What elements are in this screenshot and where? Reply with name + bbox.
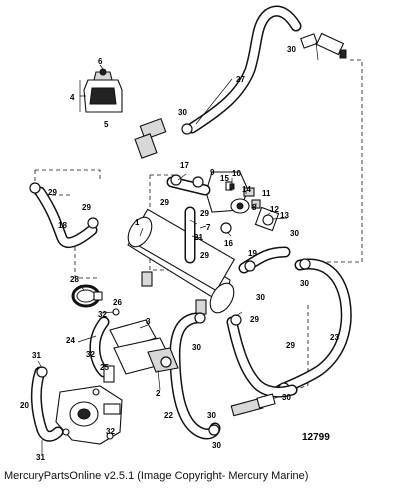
callout-22: 22 — [164, 411, 173, 420]
callout-2: 2 — [156, 389, 161, 398]
water-pump — [55, 365, 123, 445]
callout-labels: 6 4 5 27 30 30 17 9 10 15 14 11 8 12 13 … — [20, 45, 339, 462]
diagram-id: 12799 — [302, 432, 330, 443]
thermostat-housing — [205, 171, 280, 234]
hose-27 — [186, 5, 302, 134]
callout-8: 8 — [252, 203, 257, 212]
callout-11: 11 — [262, 189, 271, 198]
callout-5: 5 — [104, 120, 109, 129]
hose-17 — [166, 174, 211, 196]
callout-28: 28 — [70, 275, 79, 284]
callout-4: 4 — [70, 93, 75, 102]
callout-30-a: 30 — [287, 45, 296, 54]
clamp-28 — [71, 284, 103, 308]
upper-right-fitting — [300, 32, 347, 59]
callout-31-b: 31 — [36, 453, 45, 462]
coolant-reservoir — [79, 68, 123, 113]
hose-fitting-small — [134, 117, 193, 159]
callout-17: 17 — [180, 161, 189, 170]
callout-30-e: 30 — [300, 279, 309, 288]
hose-20 — [30, 366, 64, 442]
callout-29-c: 29 — [160, 198, 169, 207]
callout-29-g: 29 — [286, 341, 295, 350]
callout-7: 7 — [206, 223, 211, 232]
callout-13: 13 — [280, 211, 289, 220]
callout-26: 26 — [113, 298, 122, 307]
callout-29-f: 29 — [250, 315, 259, 324]
callout-29-e: 29 — [200, 251, 209, 260]
callout-21: 21 — [194, 233, 203, 242]
callout-15: 15 — [220, 174, 229, 183]
callout-32-c: 32 — [106, 427, 115, 436]
callout-23: 23 — [330, 333, 339, 342]
callout-30-g: 30 — [207, 411, 216, 420]
callout-25: 25 — [100, 363, 109, 372]
callout-6: 6 — [98, 57, 103, 66]
callout-1: 1 — [135, 218, 140, 227]
callout-14: 14 — [242, 185, 251, 194]
footer-copyright: MercuryPartsOnline v2.5.1 (Image Copyrig… — [4, 470, 309, 482]
lower-right-fitting — [230, 393, 276, 417]
callout-30-b: 30 — [178, 108, 187, 117]
callout-12: 12 — [270, 205, 279, 214]
callout-30-i: 30 — [212, 441, 221, 450]
hose-22 — [169, 312, 221, 440]
callout-30-h: 30 — [282, 393, 291, 402]
callout-29-b: 29 — [82, 203, 91, 212]
callout-31-a: 31 — [32, 351, 41, 360]
hose-18 — [29, 182, 99, 248]
callout-20: 20 — [20, 401, 29, 410]
callout-30-c: 30 — [290, 229, 299, 238]
callout-3: 3 — [146, 317, 151, 326]
brackets — [109, 308, 179, 375]
callout-24: 24 — [66, 336, 75, 345]
callout-9: 9 — [210, 168, 215, 177]
callout-32-b: 32 — [86, 350, 95, 359]
callout-30-d: 30 — [256, 293, 265, 302]
callout-29-d: 29 — [200, 209, 209, 218]
hose-23 — [274, 258, 352, 396]
callout-10: 10 — [232, 169, 241, 178]
callout-16: 16 — [224, 239, 233, 248]
hose-lower-middle — [226, 314, 298, 398]
callout-27: 27 — [236, 75, 245, 84]
hose-19 — [238, 246, 291, 274]
callout-19: 19 — [248, 249, 257, 258]
parts-diagram: 6 4 5 27 30 30 17 9 10 15 14 11 8 12 13 … — [20, 5, 363, 462]
leader-lines — [37, 41, 319, 454]
callout-29-a: 29 — [48, 188, 57, 197]
callout-30-f: 30 — [192, 343, 201, 352]
callout-32-a: 32 — [98, 310, 107, 319]
callout-18: 18 — [58, 221, 67, 230]
hose-24 — [89, 316, 110, 378]
